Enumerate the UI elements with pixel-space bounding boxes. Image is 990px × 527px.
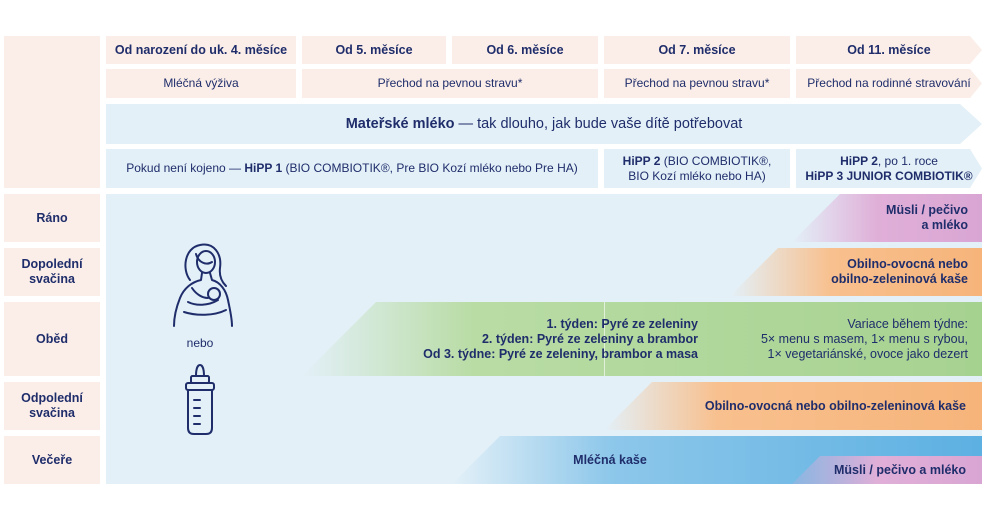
milk-porridge-label: Mléčná kaše xyxy=(540,446,680,474)
formula-hipp2-name: HiPP 2 xyxy=(622,153,661,168)
phase-label: Přechod na rodinné stravování xyxy=(807,76,971,90)
band-text: Obilno-ovocná nebo xyxy=(847,257,968,271)
band-text: Müsli / pečivo a mléko xyxy=(834,462,966,477)
row-label-lunch: Oběd xyxy=(4,302,100,376)
row-label-am-snack: Dopolední svačina xyxy=(4,248,100,296)
column-header-label: Od 11. měsíce xyxy=(847,42,931,57)
lunch-variety: Variace během týdne:5× menu s masem, 1× … xyxy=(740,302,968,376)
column-header-label: Od 7. měsíce xyxy=(658,42,736,57)
phase-label: Mléčná výživa xyxy=(163,76,239,90)
band-text: 1. týden: Pyré ze zeleniny xyxy=(546,316,698,331)
band-lunch xyxy=(302,302,982,376)
phase-family-food: Přechod na rodinné stravování xyxy=(796,69,982,98)
phase-milk-nutrition: Mléčná výživa xyxy=(106,69,296,98)
column-header-month5: Od 5. měsíce xyxy=(302,36,446,64)
formula-hipp2-name: HiPP 2 xyxy=(840,153,878,168)
lunch-divider xyxy=(604,302,605,376)
phase-label: Přechod na pevnou stravu* xyxy=(377,76,523,90)
band-text: Obilno-ovocná nebo obilno-zeleninová kaš… xyxy=(704,398,966,413)
band-text: Müsli / pečivo xyxy=(886,203,968,217)
band-text: Mléčná kaše xyxy=(573,452,647,467)
row-label-text: Ráno xyxy=(36,210,68,225)
or-label: nebo xyxy=(176,334,224,352)
band-text: 2. týden: Pyré ze zeleniny a brambor xyxy=(481,331,698,346)
row-label-morning: Ráno xyxy=(4,194,100,242)
formula-hipp1-detail: (BIO COMBIOTIK®, Pre BIO Kozí mléko nebo… xyxy=(282,161,578,175)
column-header-label: Od 6. měsíce xyxy=(486,42,564,57)
formula-hipp3-name: HiPP 3 JUNIOR COMBIOTIK® xyxy=(805,168,973,183)
band-text: 5× menu s masem, 1× menu s rybou, xyxy=(760,331,968,346)
row-label-text: Večeře xyxy=(31,452,73,467)
formula-hipp1: Pokud není kojeno — HiPP 1 (BIO COMBIOTI… xyxy=(106,149,598,188)
breastmilk-arrow: Mateřské mléko — tak dlouho, jak bude va… xyxy=(106,104,982,144)
row-label-pm-snack: Odpolední svačina xyxy=(4,382,100,430)
column-header-month7: Od 7. měsíce xyxy=(604,36,790,64)
formula-hipp2-detail-1: (BIO COMBIOTIK®, xyxy=(660,153,772,168)
column-header-month6: Od 6. měsíce xyxy=(452,36,598,64)
breastmilk-title: Mateřské mléko xyxy=(345,115,455,132)
formula-hipp1-name: HiPP 1 xyxy=(244,161,283,175)
band-text: Variace během týdne: xyxy=(847,316,968,331)
or-text: nebo xyxy=(186,335,214,350)
formula-hipp1-prefix: Pokud není kojeno — xyxy=(126,161,245,175)
formula-hipp2-detail-2: BIO Kozí mléko nebo HA) xyxy=(628,168,766,183)
band-text: obilno-zeleninová kaše xyxy=(831,272,968,286)
band-muesli-dinner: Müsli / pečivo a mléko xyxy=(792,456,982,484)
column-header-label: Od narození do uk. 4. měsíce xyxy=(114,42,288,57)
corner-block xyxy=(4,36,100,188)
formula-after-year: , po 1. roce xyxy=(877,153,938,168)
column-header-month11: Od 11. měsíce xyxy=(796,36,982,64)
breastfeeding-mother-icon xyxy=(173,243,233,327)
band-text: Od 3. týdne: Pyré ze zeleniny, brambor a… xyxy=(423,346,698,361)
band-text: a mléko xyxy=(921,218,968,232)
band-text: 1× vegetariánské, ovoce jako dezert xyxy=(767,346,968,361)
baby-bottle-icon xyxy=(185,364,215,435)
breastmilk-text: — tak dlouho, jak bude vaše dítě potřebo… xyxy=(454,115,743,132)
phase-label: Přechod na pevnou stravu* xyxy=(624,76,770,90)
row-label-dinner: Večeře xyxy=(4,436,100,484)
phase-transition-solid-1: Přechod na pevnou stravu* xyxy=(302,69,598,98)
row-label-text: Dopolední svačina xyxy=(21,257,83,286)
phase-transition-solid-2: Přechod na pevnou stravu* xyxy=(604,69,790,98)
formula-hipp2: HiPP 2 (BIO COMBIOTIK®,BIO Kozí mléko ne… xyxy=(604,149,790,188)
band-porridge-pm: Obilno-ovocná nebo obilno-zeleninová kaš… xyxy=(604,382,982,430)
row-label-text: Odpolední svačina xyxy=(21,391,83,420)
column-header-newborn: Od narození do uk. 4. měsíce xyxy=(106,36,296,64)
column-header-label: Od 5. měsíce xyxy=(335,42,413,57)
row-label-text: Oběd xyxy=(36,331,68,346)
